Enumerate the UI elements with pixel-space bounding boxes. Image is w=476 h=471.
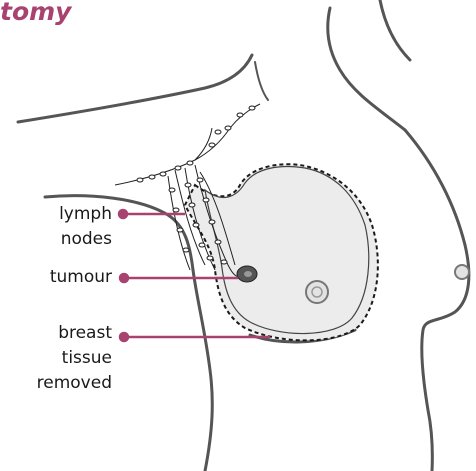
lymph-node xyxy=(209,143,215,147)
tumour-label: tumour xyxy=(50,265,112,289)
lymph-node xyxy=(215,130,221,134)
lymph-node xyxy=(199,243,205,247)
lymph-node xyxy=(197,178,203,182)
breast-tissue-label-line1: breast xyxy=(58,321,112,345)
breast-leader-dot xyxy=(120,333,128,341)
breast-tissue-label-line3: removed xyxy=(37,371,112,395)
lymph-node xyxy=(215,240,221,244)
lymph-node xyxy=(225,126,231,130)
lymph-node xyxy=(189,203,195,207)
tumour-leader-dot xyxy=(120,274,128,282)
lymph-node xyxy=(237,113,243,117)
lymph-node xyxy=(160,172,166,176)
lymph-node xyxy=(187,161,193,165)
lymph-node xyxy=(149,175,155,179)
lymph-nodes-label-line1: lymph xyxy=(59,202,112,226)
lymph-node xyxy=(221,260,227,264)
lymph-node xyxy=(207,256,213,260)
lymph-leader-dot xyxy=(119,210,127,218)
lymph-nodes-label-line2: nodes xyxy=(61,227,112,251)
lymph-node xyxy=(175,166,181,170)
tumour-mass xyxy=(237,266,257,282)
lymph-node xyxy=(203,198,209,202)
nipple xyxy=(306,281,328,303)
lymph-node xyxy=(137,178,143,182)
right-nipple xyxy=(455,265,469,279)
lymph-node xyxy=(209,220,215,224)
lymph-node xyxy=(249,106,255,110)
lymph-node xyxy=(193,223,199,227)
breast-tissue-label-line2: tissue xyxy=(62,346,112,370)
lymph-node xyxy=(185,183,191,187)
lymph-node xyxy=(177,228,183,232)
lymph-node xyxy=(173,208,179,212)
lymph-node xyxy=(169,188,175,192)
lymph-node xyxy=(183,248,189,252)
